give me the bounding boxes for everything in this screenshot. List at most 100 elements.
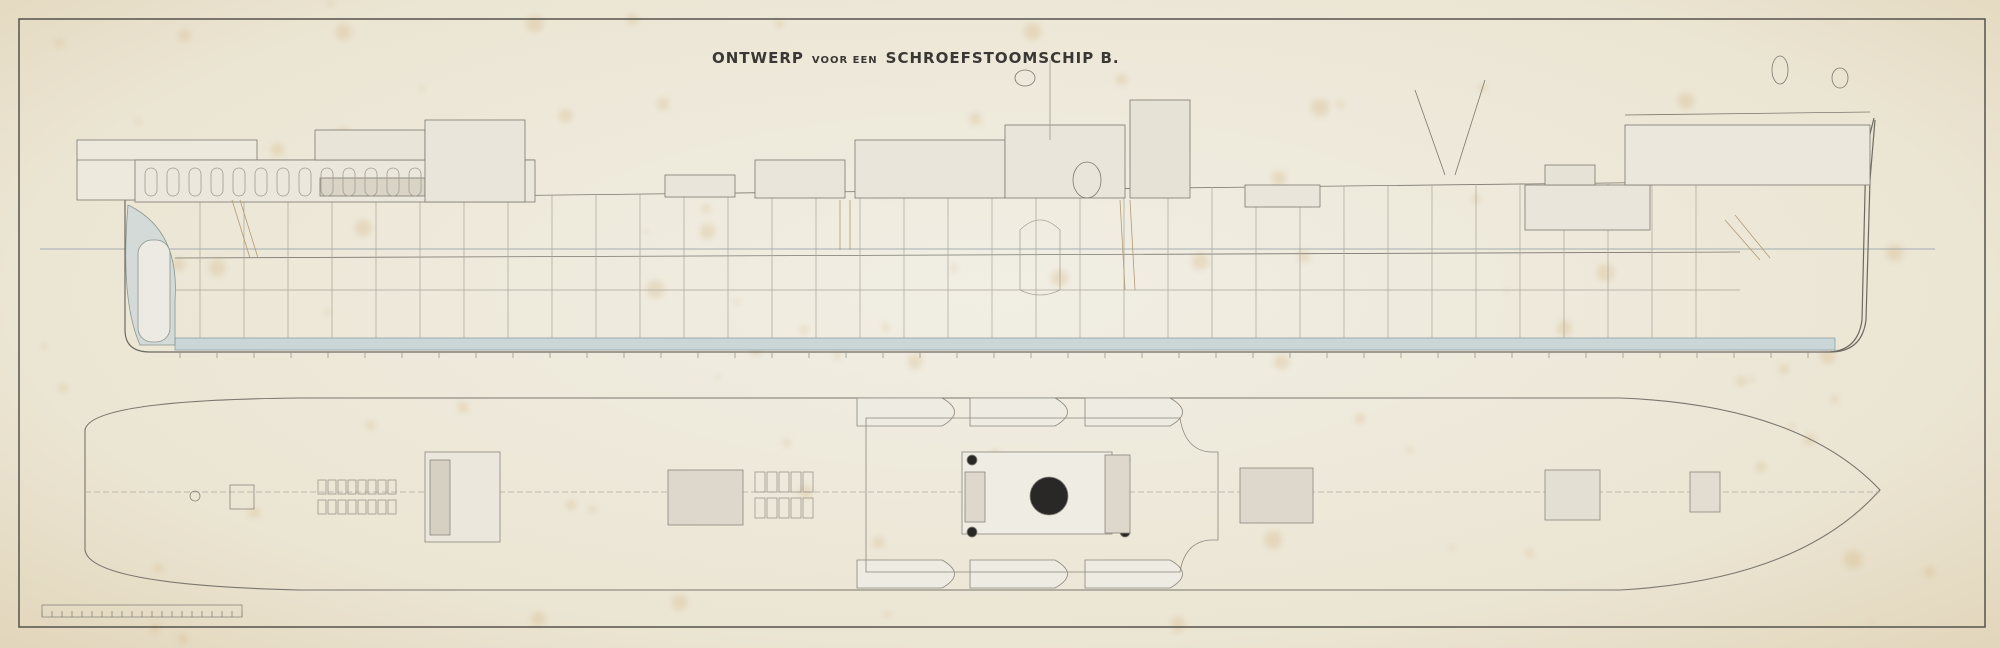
stain xyxy=(179,30,190,41)
stain xyxy=(1505,288,1510,293)
stain xyxy=(558,109,573,123)
cabin-window xyxy=(408,167,422,197)
berth xyxy=(357,499,367,515)
cabin-window xyxy=(386,167,400,197)
berth xyxy=(347,499,357,515)
stain xyxy=(1525,549,1534,558)
stain xyxy=(1831,396,1838,403)
cabin-window xyxy=(144,167,158,197)
stain xyxy=(327,0,334,7)
stain xyxy=(457,401,469,413)
stain xyxy=(1050,269,1068,287)
berth xyxy=(802,497,814,519)
midship-deckhouse xyxy=(865,417,1219,573)
stain xyxy=(418,85,425,91)
stain xyxy=(136,119,142,125)
stain xyxy=(1355,414,1365,424)
stain xyxy=(884,611,890,618)
hatch xyxy=(1544,469,1601,521)
lifeboat xyxy=(969,559,1068,589)
stain xyxy=(1924,567,1935,578)
stain xyxy=(873,536,885,548)
stain xyxy=(1788,423,1795,430)
stain xyxy=(834,352,841,359)
hatch xyxy=(667,469,744,526)
stain xyxy=(783,438,791,446)
stain xyxy=(354,220,371,236)
berth xyxy=(317,499,327,515)
cabin-window xyxy=(188,167,202,197)
cabin-window xyxy=(342,167,356,197)
stain xyxy=(1678,93,1694,109)
berth xyxy=(377,499,387,515)
stain xyxy=(171,258,185,271)
capstan xyxy=(189,490,201,502)
berth xyxy=(367,479,377,495)
stain xyxy=(657,98,670,110)
stain xyxy=(1868,620,1874,626)
stain xyxy=(1023,22,1042,40)
berth xyxy=(778,471,790,493)
stain xyxy=(324,310,330,316)
stain xyxy=(177,633,189,645)
stain xyxy=(589,505,597,514)
cabin-window xyxy=(364,167,378,197)
windlass xyxy=(1689,471,1721,513)
cabin-window xyxy=(232,167,246,197)
cabin-window xyxy=(210,167,224,197)
stain xyxy=(54,38,64,48)
stain xyxy=(800,326,808,334)
keel-band xyxy=(174,337,1836,351)
stain xyxy=(248,507,260,519)
stain xyxy=(58,384,67,393)
berth xyxy=(367,499,377,515)
frame-lines xyxy=(199,181,1697,338)
stain xyxy=(776,20,784,28)
title-part-1: ONTWERP xyxy=(712,49,804,67)
berth xyxy=(790,471,802,493)
berth xyxy=(387,479,397,495)
stain xyxy=(734,298,740,304)
stain xyxy=(1115,73,1127,85)
berth xyxy=(766,471,778,493)
berth xyxy=(317,479,327,495)
stain xyxy=(1597,263,1615,281)
berth xyxy=(790,497,802,519)
lifeboat xyxy=(856,397,955,427)
stain xyxy=(672,595,687,610)
bow xyxy=(1829,117,1875,353)
funnel xyxy=(1029,476,1069,516)
stain xyxy=(644,228,649,234)
stain xyxy=(701,205,710,214)
stain xyxy=(699,224,715,239)
ventilator xyxy=(966,454,978,466)
midship-superstructure xyxy=(664,60,1191,296)
stain xyxy=(153,563,163,573)
bitts xyxy=(229,484,255,510)
lifeboat xyxy=(856,559,955,589)
stain xyxy=(1170,617,1185,632)
stain xyxy=(1311,98,1329,117)
stain xyxy=(1748,377,1755,383)
berth xyxy=(387,499,397,515)
hatch xyxy=(1239,467,1314,524)
stain xyxy=(1844,550,1862,569)
stain xyxy=(951,265,957,271)
berth xyxy=(802,471,814,493)
skylight xyxy=(964,471,986,523)
stain xyxy=(881,324,890,332)
stain xyxy=(530,612,546,627)
stain xyxy=(715,374,721,379)
berth xyxy=(347,479,357,495)
lifeboat xyxy=(1084,559,1183,589)
stain xyxy=(1337,101,1345,109)
stain xyxy=(1274,354,1289,370)
berth xyxy=(754,497,766,519)
lifeboat xyxy=(1084,397,1183,427)
cabin-window xyxy=(298,167,312,197)
berth xyxy=(766,497,778,519)
title-part-3: SCHROEFSTOOMSCHIP B. xyxy=(885,49,1120,67)
